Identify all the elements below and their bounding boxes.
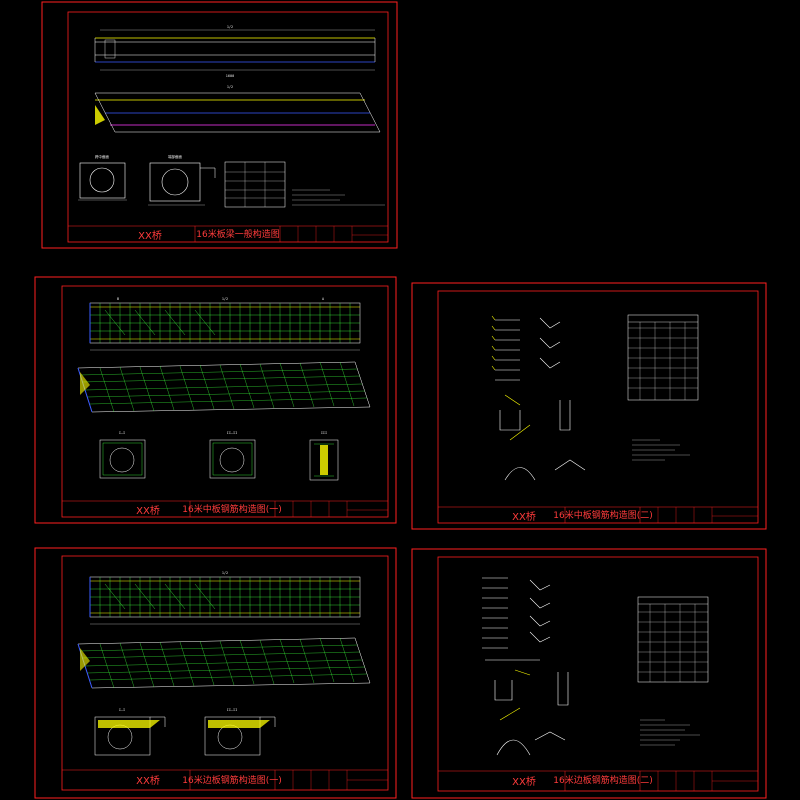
sheet-3-title: 16米中板钢筋构造图(二) bbox=[553, 509, 652, 521]
sheet-1-plan: 1/2 bbox=[94, 85, 381, 133]
svg-text:I—I: I—I bbox=[119, 431, 125, 435]
sheet-4-section-b: II—II bbox=[204, 708, 276, 756]
sheet-4: 1/2 bbox=[34, 547, 397, 799]
sheet-1-quantity-table bbox=[224, 161, 286, 208]
sheet-3-title-block: XX桥 16米中板钢筋构造图(二) bbox=[438, 506, 758, 523]
svg-text:II—II: II—II bbox=[227, 708, 238, 712]
sheet-2-bridge-name: XX桥 bbox=[136, 505, 160, 517]
sheet-2-section-c: III bbox=[309, 431, 339, 481]
sheet-2-title: 16米中板钢筋构造图(一) bbox=[182, 503, 281, 515]
sheet-1-outer-border bbox=[41, 1, 398, 249]
svg-text:端部截面: 端部截面 bbox=[168, 154, 182, 159]
sheet-1-bridge-name: XX桥 bbox=[138, 230, 162, 242]
svg-text:II—II: II—II bbox=[227, 431, 238, 435]
svg-text:1/2: 1/2 bbox=[222, 571, 228, 575]
sheet-1-inner-border bbox=[67, 11, 389, 243]
sheet-2-outer-border bbox=[34, 276, 397, 524]
sheet-2-section-a: I—I bbox=[99, 431, 146, 479]
sheet-2: 1/2 B A bbox=[34, 276, 397, 524]
svg-text:1/2: 1/2 bbox=[222, 297, 228, 301]
sheet-2-plan bbox=[77, 361, 371, 413]
sheet-4-section-a: I—I bbox=[94, 708, 166, 756]
sheet-4-bridge-name: XX桥 bbox=[136, 775, 160, 787]
sheet-4-elevation: 1/2 bbox=[89, 571, 361, 625]
sheet-5-inner-border bbox=[437, 556, 759, 792]
sheet-3-bar-schedule bbox=[491, 315, 586, 481]
sheet-1-title-block: XX桥 16米板梁一般构造图 bbox=[68, 225, 388, 242]
sheet-3-notes bbox=[632, 439, 690, 461]
sheet-2-section-b: II—II bbox=[209, 431, 256, 479]
sheet-5-outer-border bbox=[411, 548, 767, 799]
svg-text:跨中截面: 跨中截面 bbox=[95, 154, 109, 159]
sheet-3-bridge-name: XX桥 bbox=[512, 511, 536, 523]
sheet-5-title-block: XX桥 16米边板钢筋构造图(二) bbox=[438, 770, 758, 791]
sheet-3-inner-border bbox=[437, 290, 759, 524]
sheet-4-title-block: XX桥 16米边板钢筋构造图(一) bbox=[62, 769, 388, 790]
sheet-1-title: 16米板梁一般构造图 bbox=[196, 228, 279, 240]
svg-text:III: III bbox=[321, 431, 327, 435]
sheet-3-outer-border bbox=[411, 282, 767, 530]
sheet-2-inner-border bbox=[61, 285, 389, 518]
svg-text:1/2: 1/2 bbox=[227, 85, 233, 89]
sheet-5-bridge-name: XX桥 bbox=[512, 776, 536, 788]
svg-text:1600: 1600 bbox=[226, 74, 234, 78]
sheet-5-bar-schedule bbox=[482, 577, 569, 756]
sheet-5: XX桥 16米边板钢筋构造图(二) bbox=[411, 548, 767, 799]
sheet-3: XX桥 16米中板钢筋构造图(二) bbox=[411, 282, 767, 530]
sheet-2-elevation: 1/2 B A bbox=[89, 297, 361, 351]
sheet-5-title: 16米边板钢筋构造图(二) bbox=[553, 774, 652, 786]
sheet-1-section-a: 跨中截面 bbox=[78, 154, 127, 201]
svg-text:I—I: I—I bbox=[119, 708, 125, 712]
svg-text:B: B bbox=[117, 297, 119, 301]
sheet-2-title-block: XX桥 16米中板钢筋构造图(一) bbox=[62, 500, 388, 517]
svg-text:A: A bbox=[322, 297, 325, 301]
sheet-1-elevation: 1/2 1600 bbox=[94, 25, 376, 78]
sheet-1-notes bbox=[292, 189, 385, 206]
sheet-4-outer-border bbox=[34, 547, 397, 799]
sheet-4-inner-border bbox=[61, 555, 389, 791]
sheet-3-material-table bbox=[627, 314, 699, 401]
sheet-4-title: 16米边板钢筋构造图(一) bbox=[182, 774, 281, 786]
svg-text:1/2: 1/2 bbox=[227, 25, 233, 29]
sheet-4-plan bbox=[77, 637, 371, 689]
sheet-1: 1/2 1600 1/2 跨中截面 端部截面 bbox=[41, 1, 398, 249]
sheet-1-section-b: 端部截面 bbox=[148, 154, 216, 206]
sheet-5-material-table bbox=[637, 596, 709, 683]
sheet-5-notes bbox=[640, 719, 700, 746]
